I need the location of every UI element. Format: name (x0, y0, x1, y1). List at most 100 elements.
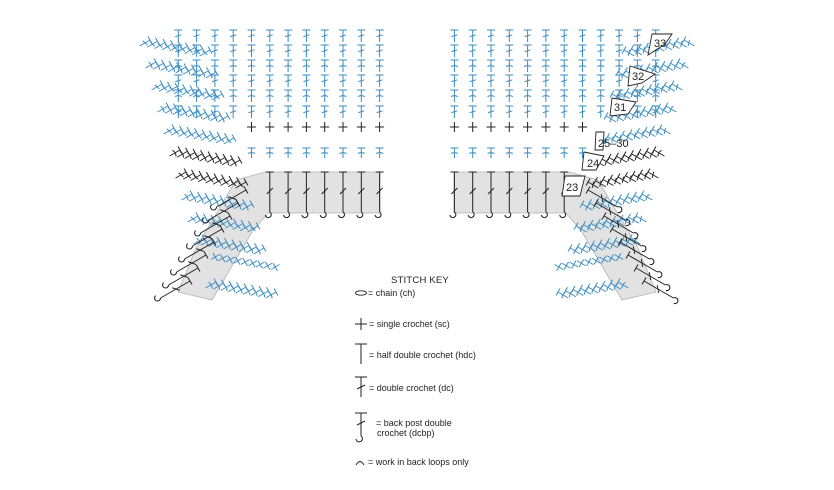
dc-stitch (320, 29, 329, 42)
loop-stitch (257, 287, 271, 298)
dc-stitch (357, 74, 366, 87)
dc-stitch (541, 44, 550, 57)
dc-stitch (651, 74, 660, 87)
dc-stitch (654, 82, 668, 93)
dcbp-stitch (633, 264, 671, 292)
row-label-24: 24 (581, 151, 605, 171)
dcbp-stitch (178, 238, 217, 263)
dc-stitch (339, 29, 347, 42)
loop-stitch (176, 147, 190, 158)
left-chart-half (139, 29, 385, 302)
right-chart-half (449, 29, 695, 305)
back-post-double-crochet-icon (355, 412, 367, 443)
dc-stitch (642, 126, 656, 137)
dc-stitch (669, 80, 683, 91)
loop-stitch (206, 152, 220, 163)
loop-stitch (633, 107, 647, 118)
row-number-23: 23 (566, 182, 578, 194)
loop-stitch (567, 244, 581, 255)
dc-stitch (623, 172, 637, 183)
dc-stitch (229, 29, 238, 42)
dc-stitch (339, 105, 347, 118)
dc-stitch (523, 105, 532, 118)
dc-stitch (615, 44, 624, 57)
loop-stitch (541, 59, 550, 72)
dc-stitch (647, 84, 661, 95)
dc-stitch (151, 80, 165, 91)
dcbp-stitch (522, 171, 532, 219)
loop-stitch (284, 59, 293, 72)
sc-stitch (301, 122, 311, 132)
dc-stitch (320, 105, 329, 118)
dc-stitch (468, 105, 477, 118)
loop-stitch (523, 147, 532, 158)
loop-stitch (247, 147, 256, 158)
sc-stitch (523, 122, 533, 132)
dc-stitch (163, 124, 177, 135)
dc-stitch (357, 105, 366, 118)
sc-stitch (283, 122, 293, 132)
loop-stitch (169, 146, 183, 157)
dc-stitch (596, 218, 610, 229)
loop-stitch (184, 148, 198, 159)
dc-stitch (560, 44, 569, 57)
loop-stitch (663, 102, 677, 113)
loop-stitch (302, 89, 311, 102)
loop-stitch (614, 152, 628, 163)
loop-stitch (203, 194, 217, 205)
dcbp-stitch (186, 225, 225, 250)
dcbp-stitch (374, 171, 384, 219)
dcbp-stitch (210, 186, 249, 211)
key-item-chain: = chain (ch) (355, 288, 415, 298)
loop-stitch (197, 67, 211, 78)
row-number-32: 32 (632, 71, 644, 83)
loop-stitch (523, 89, 532, 102)
dc-stitch (666, 38, 680, 49)
dc-stitch (302, 44, 311, 57)
row-label-23: 23 (561, 175, 586, 197)
dcbp-stitch (154, 277, 193, 302)
loop-stitch (621, 151, 635, 162)
dc-stitch (302, 74, 311, 87)
dcbp-stitch (486, 171, 495, 219)
loop-stitch (247, 59, 256, 72)
dc-stitch (450, 44, 459, 57)
loop-stitch (320, 89, 329, 102)
loop-stitch (245, 243, 259, 254)
sc-stitch (255, 260, 265, 269)
sc-stitch (247, 122, 256, 132)
loop-stitch (265, 288, 279, 299)
dc-stitch (600, 175, 614, 186)
loop-stitch (487, 147, 495, 158)
loop-stitch (644, 147, 658, 158)
dc-stitch (339, 44, 347, 57)
dc-stitch (229, 105, 238, 118)
dc-stitch (578, 29, 587, 42)
dc-stitch (633, 212, 647, 223)
loop-stitch (487, 89, 495, 102)
dc-stitch (596, 105, 605, 118)
sc-stitch (263, 261, 273, 270)
loop-stitch (160, 60, 174, 71)
key-label-back-loop: = work in back loops only (368, 457, 469, 467)
half-double-crochet-icon (355, 343, 367, 364)
loop-stitch (596, 89, 605, 102)
loop-stitch (357, 89, 366, 102)
loop-stitch (375, 147, 384, 158)
row-number-33: 33 (654, 38, 666, 50)
dc-stitch (639, 85, 653, 96)
loop-stitch (339, 89, 347, 102)
dc-stitch (635, 128, 649, 139)
loop-stitch (468, 89, 477, 102)
loop-stitch (284, 89, 293, 102)
dc-stitch (375, 74, 384, 87)
loop-stitch (229, 59, 238, 72)
loop-stitch (487, 59, 495, 72)
dc-stitch (605, 133, 619, 144)
dc-stitch (468, 74, 477, 87)
dc-stitch (581, 221, 595, 232)
dc-stitch (585, 178, 599, 189)
dc-stitch (615, 29, 624, 42)
dc-stitch (468, 44, 477, 57)
dcbp-stitch (625, 251, 663, 279)
